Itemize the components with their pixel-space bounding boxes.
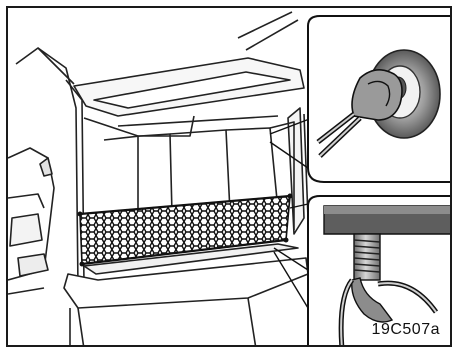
vehicle-illustration [8, 8, 452, 347]
vehicle-body [8, 12, 308, 347]
upper-hook-detail [308, 16, 452, 182]
figure-code-label: 19C507a [372, 321, 440, 339]
illustration-frame: 19C507a [6, 6, 452, 347]
